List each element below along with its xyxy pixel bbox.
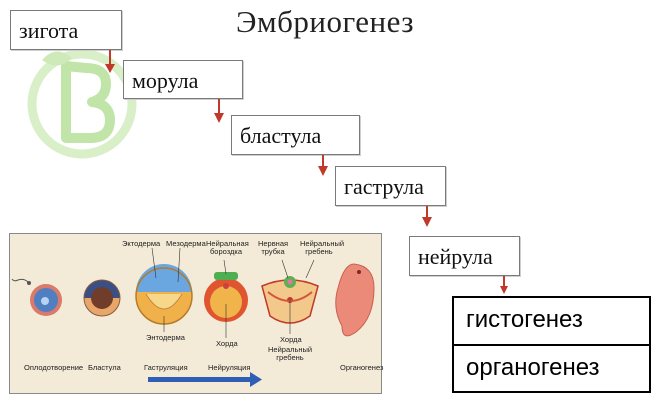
stage-label-neurulation: Нейруляция — [208, 363, 251, 372]
stage-gastrula: гаструла — [335, 166, 446, 206]
gastrulation-icon — [135, 264, 193, 325]
diagram-title: Эмбриогенез — [236, 4, 414, 39]
stage-zygote: зигота — [10, 10, 122, 50]
label-notochord-2: Хорда — [280, 335, 302, 344]
stage-neurula: нейрула — [409, 236, 520, 276]
arrow-morula-blastula — [214, 99, 224, 123]
label-endoderm: Энтодерма — [146, 333, 185, 342]
progress-arrow-icon — [148, 372, 262, 387]
blastula-icon — [83, 279, 121, 317]
label-neural-groove: Нейральная бороздка — [206, 239, 249, 256]
label-neural-crest-bottom: Нейральный гребень — [268, 345, 313, 362]
fertilization-egg-icon — [11, 278, 62, 316]
arrow-zygote-morula — [105, 50, 115, 73]
label-neural-crest-top: Нейральный гребень — [300, 239, 345, 256]
label-ectoderm: Эктодерма — [122, 239, 161, 248]
stage-label-organogenesis: Органогенез — [340, 363, 384, 372]
arrow-blastula-gastrula — [318, 155, 328, 176]
neurulation-icon — [204, 272, 248, 322]
embryo-illustration: Эктодерма Мезодерма Нейральная бороздка … — [9, 233, 384, 394]
stage-organogenesis: органогенез — [454, 344, 649, 391]
stage-blastula: бластула — [231, 115, 360, 155]
stage-histogenesis: гистогенез — [466, 306, 583, 333]
stage-label-blastula: Бластула — [88, 363, 121, 372]
label-mesoderm: Мезодерма — [166, 239, 206, 248]
stage-morula: морула — [123, 60, 243, 99]
final-stages-box: гистогенез органогенез — [452, 296, 651, 393]
watermark-logo — [27, 49, 137, 159]
organogenesis-embryo-icon — [335, 263, 375, 337]
arrow-gastrula-neurula — [422, 206, 432, 227]
stage-label-gastrulation: Гаструляция — [144, 363, 188, 372]
arrow-neurula-histogenesis — [500, 276, 508, 294]
label-notochord-1: Хорда — [216, 339, 238, 348]
label-neural-tube: Нервная трубка — [257, 239, 289, 256]
stage-label-fertilization: Оплодотворение — [24, 363, 84, 372]
